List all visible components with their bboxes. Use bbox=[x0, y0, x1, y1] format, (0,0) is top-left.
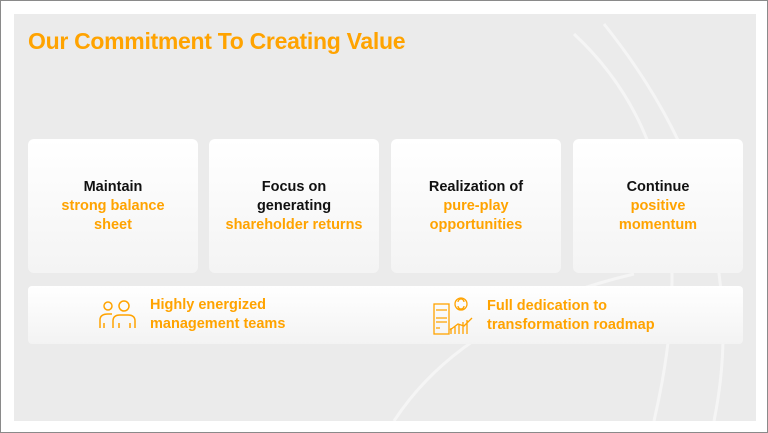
band-line: Highly energized bbox=[150, 297, 267, 313]
card-highlight: positive bbox=[630, 197, 686, 214]
card-pure-play: Realization of pure-play opportunities bbox=[391, 139, 561, 273]
card-highlight: sheet bbox=[94, 216, 132, 233]
card-highlight: strong balance bbox=[61, 197, 165, 214]
band-line: Full dedication to bbox=[487, 298, 608, 314]
card-highlight: shareholder returns bbox=[225, 216, 363, 233]
card-balance-sheet: Maintain strong balance sheet bbox=[28, 139, 198, 273]
people-icon bbox=[99, 300, 136, 328]
band-item-management: Highly energized management teams bbox=[98, 296, 285, 334]
card-heading: Focus on bbox=[261, 178, 327, 195]
card-highlight: momentum bbox=[618, 216, 698, 233]
transformation-icon bbox=[433, 297, 473, 335]
slide-panel: Our Commitment To Creating Value Maintai… bbox=[14, 14, 756, 421]
card-heading: Continue bbox=[626, 178, 690, 195]
band-line: management teams bbox=[150, 316, 286, 332]
card-heading: Realization of bbox=[428, 178, 524, 195]
band-item-text: Highly energized management teams bbox=[150, 296, 285, 334]
band-item-text: Full dedication to transformation roadma… bbox=[487, 297, 655, 335]
card-shareholder-returns: Focus on generating shareholder returns bbox=[209, 139, 379, 273]
card-heading: generating bbox=[256, 197, 332, 214]
band-line: transformation roadmap bbox=[487, 317, 655, 333]
card-momentum: Continue positive momentum bbox=[573, 139, 743, 273]
band-item-transformation: Full dedication to transformation roadma… bbox=[433, 296, 655, 336]
page-title: Our Commitment To Creating Value bbox=[28, 28, 406, 54]
card-highlight: pure-play bbox=[443, 197, 509, 214]
commitment-band: Highly energized management teams Full d… bbox=[28, 286, 743, 344]
card-highlight: opportunities bbox=[429, 216, 523, 233]
card-heading: Maintain bbox=[83, 178, 143, 195]
